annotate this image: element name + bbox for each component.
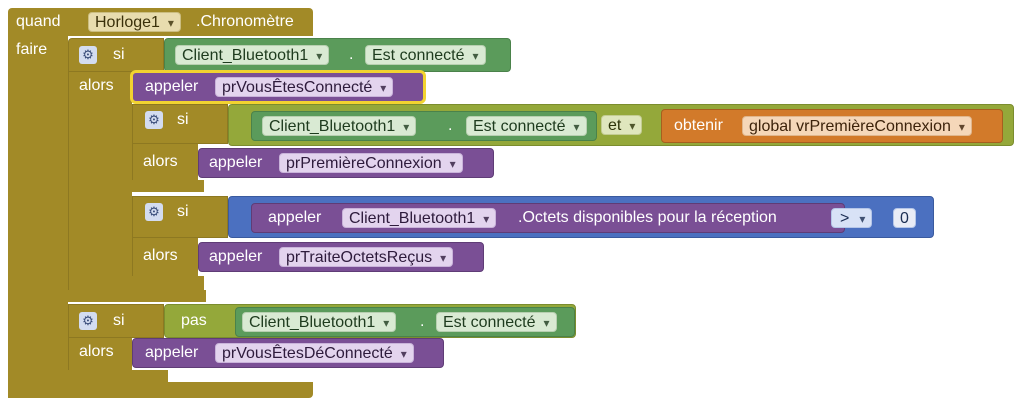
gear-icon[interactable]: ⚙ — [79, 46, 97, 64]
bytes-available-call[interactable]: appeler Client_Bluetooth1 .Octets dispon… — [251, 203, 845, 233]
event-block-clock-timer[interactable]: quand Horloge1 .Chronomètre — [8, 8, 313, 36]
procedure-dropdown-first[interactable]: prPremièreConnexion — [279, 153, 463, 174]
variable-dropdown[interactable]: global vrPremièreConnexion — [742, 116, 972, 137]
if-first-then-label: alors — [143, 153, 178, 170]
gear-icon[interactable]: ⚙ — [79, 312, 97, 330]
logic-operator-dropdown[interactable]: et — [601, 115, 643, 136]
outer-if-footer — [68, 290, 206, 302]
bluetooth-property-dropdown[interactable]: Est connecté — [365, 45, 486, 66]
if-bytes-footer — [132, 276, 204, 290]
method-label: .Octets disponibles pour la réception — [518, 209, 777, 226]
if-first-label: si — [177, 111, 189, 128]
if-bytes-then-label: alors — [143, 247, 178, 264]
call-keyword: appeler — [209, 248, 263, 265]
if-first-footer — [132, 180, 204, 192]
compare-operator-dropdown[interactable]: > — [831, 208, 873, 229]
event-block-footer — [8, 382, 313, 398]
outer-if-then-label: alors — [79, 77, 114, 94]
get-variable-block[interactable]: obtenir global vrPremièreConnexion — [661, 109, 1003, 143]
dot-separator: . — [420, 313, 425, 330]
disconnected-getter[interactable]: Client_Bluetooth1 . Est connecté — [235, 307, 575, 337]
bluetooth-component-dropdown[interactable]: Client_Bluetooth1 — [342, 208, 497, 229]
bluetooth-component-dropdown[interactable]: Client_Bluetooth1 — [175, 45, 330, 66]
event-do-label: faire — [16, 41, 48, 58]
bluetooth-component-dropdown[interactable]: Client_Bluetooth1 — [242, 312, 397, 333]
if-first-connection-block[interactable]: ⚙ si — [132, 104, 228, 144]
call-keyword: appeler — [145, 78, 199, 95]
dot-separator: . — [349, 46, 354, 63]
dot-separator: . — [448, 117, 453, 134]
gear-icon[interactable]: ⚙ — [145, 203, 163, 221]
first-conn-getter[interactable]: Client_Bluetooth1 . Est connecté — [251, 111, 597, 141]
not-logic-block[interactable]: pas Client_Bluetooth1 . Est connecté — [164, 304, 576, 338]
event-when-label: quand — [16, 13, 61, 30]
gear-icon[interactable]: ⚙ — [145, 111, 163, 129]
event-block-body-spine: faire — [8, 36, 68, 398]
if-bytes-block[interactable]: ⚙ si — [132, 196, 228, 238]
compare-block[interactable]: appeler Client_Bluetooth1 .Octets dispon… — [228, 196, 934, 238]
call-keyword: appeler — [145, 344, 199, 361]
bluetooth-property-dropdown[interactable]: Est connecté — [466, 116, 587, 137]
call-process-bytes-block[interactable]: appeler prTraiteOctetsReçus — [198, 242, 484, 272]
call-keyword: appeler — [268, 209, 322, 226]
call-connected-block[interactable]: appeler prVousÊtesConnecté — [130, 70, 426, 104]
outer-if-spine: alors — [68, 72, 132, 302]
if-disconnected-footer — [68, 370, 168, 382]
and-logic-block[interactable]: Client_Bluetooth1 . Est connecté et obte… — [228, 104, 1014, 146]
if-disconnected-then-label: alors — [79, 343, 114, 360]
outer-if-label: si — [113, 46, 125, 63]
not-label: pas — [181, 312, 207, 329]
outer-if-condition-getter[interactable]: Client_Bluetooth1 . Est connecté — [164, 38, 511, 72]
event-name-label: .Chronomètre — [196, 13, 294, 30]
get-keyword: obtenir — [674, 117, 723, 134]
number-zero-field[interactable]: 0 — [893, 208, 916, 228]
if-bytes-label: si — [177, 203, 189, 220]
if-disconnected-label: si — [113, 312, 125, 329]
call-keyword: appeler — [209, 154, 263, 171]
procedure-dropdown-disconnected[interactable]: prVousÊtesDéConnecté — [215, 343, 414, 364]
bluetooth-property-dropdown[interactable]: Est connecté — [436, 312, 557, 333]
call-first-connection-block[interactable]: appeler prPremièreConnexion — [198, 148, 494, 178]
call-disconnected-block[interactable]: appeler prVousÊtesDéConnecté — [132, 338, 444, 368]
bluetooth-component-dropdown[interactable]: Client_Bluetooth1 — [262, 116, 417, 137]
if-disconnected-block[interactable]: ⚙ si — [68, 304, 164, 338]
procedure-dropdown-process[interactable]: prTraiteOctetsReçus — [279, 247, 454, 268]
clock-component-dropdown[interactable]: Horloge1 — [88, 12, 181, 33]
procedure-dropdown-connected[interactable]: prVousÊtesConnecté — [215, 77, 394, 98]
outer-if-block[interactable]: ⚙ si — [68, 38, 164, 72]
